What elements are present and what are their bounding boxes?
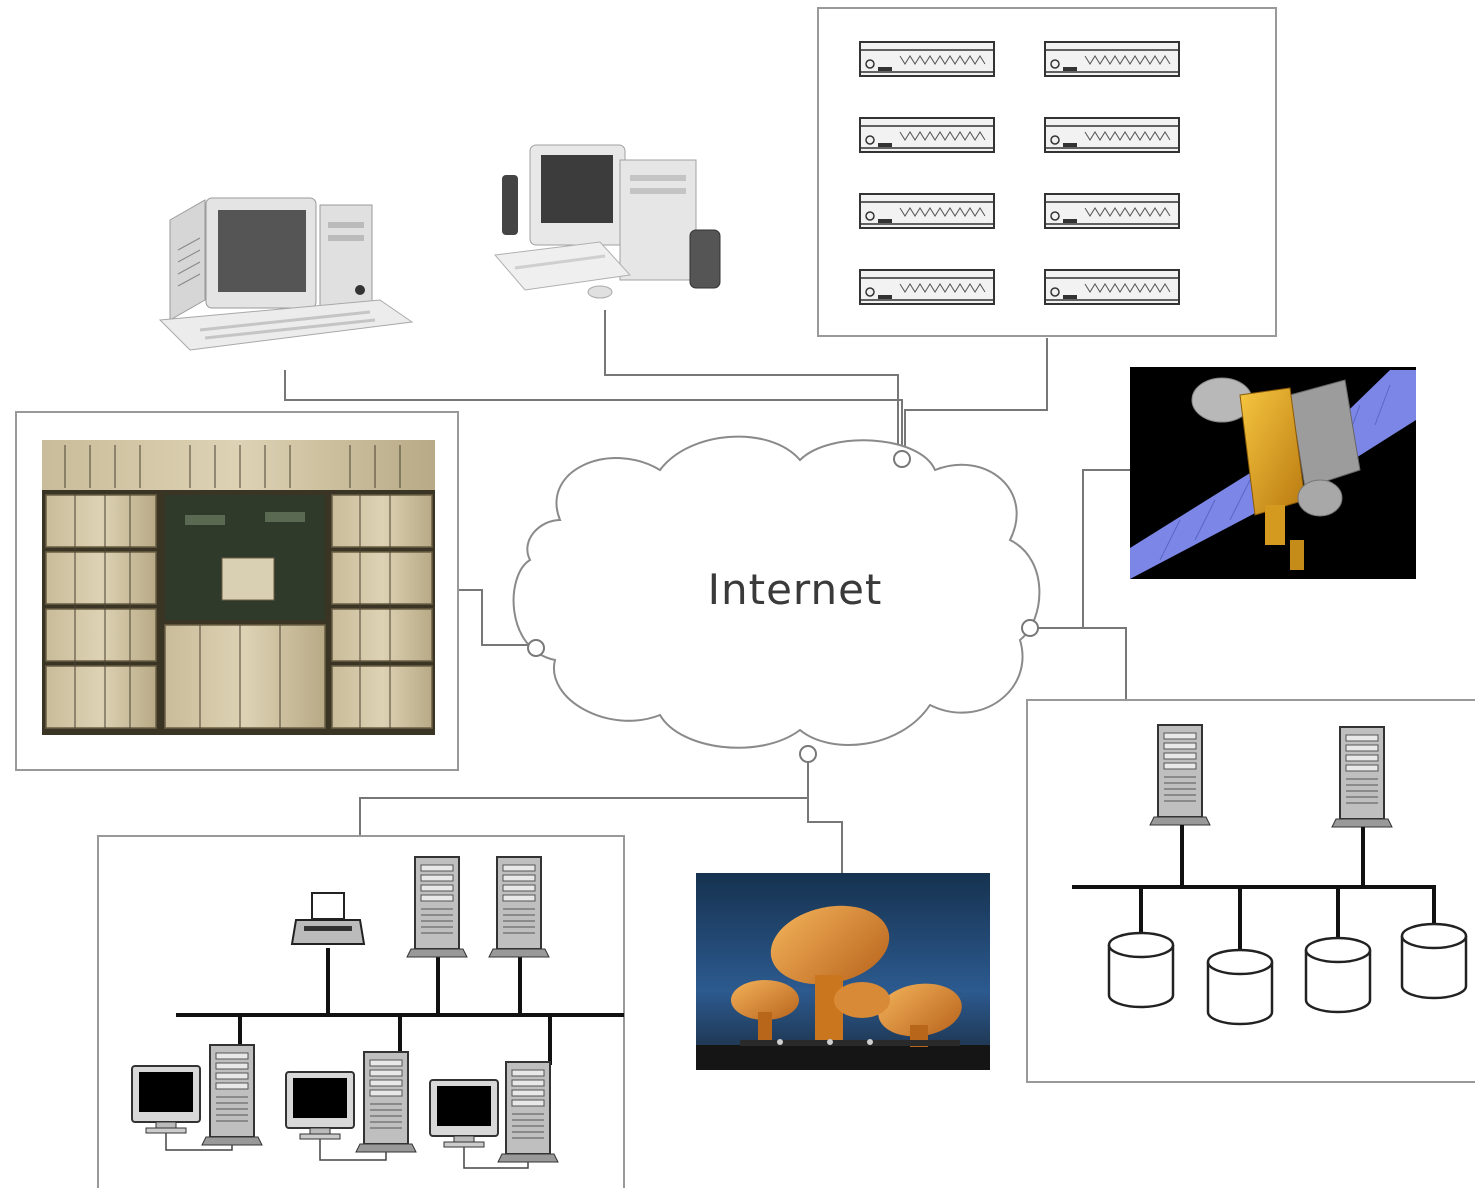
- link-desktop-1: [284, 370, 903, 452]
- link-storage-cluster: [1030, 627, 1127, 700]
- desktop-pc-1: [158, 197, 414, 351]
- link-lan: [359, 760, 809, 836]
- satellite: [1130, 367, 1416, 579]
- rack-server-array: [817, 7, 1277, 337]
- link-satellite: [1030, 469, 1130, 629]
- internet-label: Internet: [707, 565, 883, 614]
- link-telescopes: [807, 760, 843, 875]
- storage-cluster: [1026, 699, 1475, 1083]
- internet-cloud: [512, 435, 1041, 763]
- link-desktop-2: [604, 310, 899, 452]
- link-rack-servers: [904, 338, 1048, 452]
- workstation-1: [131, 1044, 263, 1151]
- radio-telescopes: [696, 873, 990, 1070]
- network-links: [284, 310, 1130, 875]
- workstation-2: [285, 1051, 417, 1161]
- local-area-network: [97, 835, 625, 1188]
- link-supercomputer: [458, 589, 530, 646]
- workstation-3: [429, 1061, 559, 1169]
- supercomputer-room: [15, 411, 459, 771]
- desktop-pc-2: [494, 144, 721, 299]
- printer-icon: [290, 892, 366, 945]
